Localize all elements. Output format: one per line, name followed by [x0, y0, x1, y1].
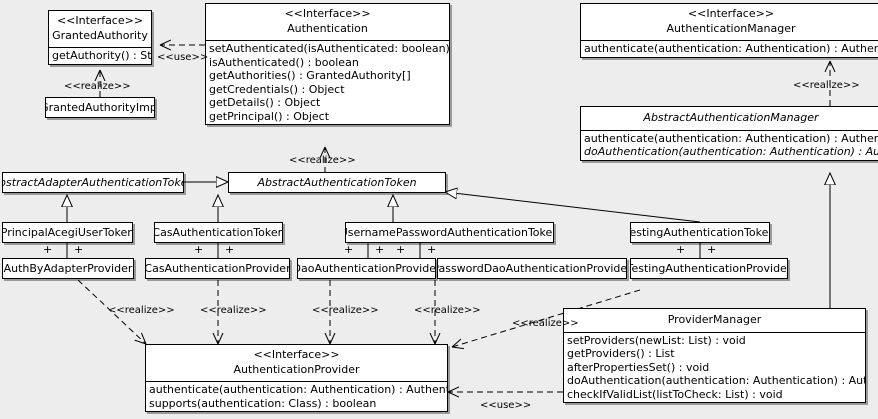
class-name: AuthenticationProvider [233, 362, 360, 376]
class-stereotype: <<Interface>> [56, 14, 144, 27]
method-item: getPrincipal() : Object [209, 109, 330, 123]
class-name: AuthenticationManager [666, 21, 796, 35]
class-cas-authentication-token[interactable]: CasAuthenticationToken [154, 222, 283, 243]
class-stereotype: <<Interface>> [284, 7, 371, 20]
class-abstract-adapter-authentication-token[interactable]: AbstractAdapterAuthenticationToken [2, 172, 184, 193]
relationship-label-realize-authmgr: <<realize>> [793, 80, 860, 91]
association-marker: + [74, 243, 84, 256]
relationship-label-realize-dao: <<realize>> [312, 305, 379, 316]
association-marker: + [427, 243, 437, 256]
relationship-label-use-auth-granted: <<use>> [157, 52, 209, 63]
class-name: CasAuthenticationToken [154, 225, 283, 239]
method-item: supports(authentication: Class) : boolea… [149, 396, 377, 410]
relationship-label-realize-testing: <<realize>> [512, 318, 579, 329]
method-item: doAuthentication(authentication: Authent… [584, 145, 878, 159]
class-name: DaoAuthenticationProvider [297, 261, 436, 275]
class-authentication-manager[interactable]: <<Interface>> AuthenticationManager auth… [580, 3, 878, 58]
class-name: CasAuthenticationProvider [145, 261, 290, 275]
method-item: checkIfValidList(listToCheck: List) : vo… [567, 387, 783, 401]
class-name: PrincipalAcegiUserToken [2, 225, 133, 239]
method-item: afterPropertiesSet() : void [567, 360, 710, 374]
class-header: ProviderManager [564, 309, 865, 332]
association-marker: + [43, 243, 53, 256]
class-name: AbstractAuthenticationToken [257, 175, 417, 189]
method-item: getCredentials() : Object [209, 82, 345, 96]
method-compartment: getAuthority() : String [49, 47, 151, 64]
association-marker: + [375, 243, 385, 256]
class-header: <<Interface>> AuthenticationProvider [146, 345, 447, 381]
class-authentication[interactable]: <<Interface>> Authentication setAuthenti… [205, 3, 450, 126]
relationship-label-realize-grantedimpl: <<realize>> [64, 81, 131, 92]
method-compartment: authenticate(authentication: Authenticat… [146, 381, 447, 411]
method-item: setAuthenticated(isAuthenticated: boolea… [209, 42, 450, 56]
class-name: TestingAuthenticationToken [630, 225, 770, 239]
relationship-label-use-providermgr: <<use>> [480, 400, 532, 411]
method-compartment: authenticate(authentication: Authenticat… [581, 129, 878, 160]
relationship-label-realize-authbyadapter: <<realize>> [108, 305, 175, 316]
class-name: AbstractAuthenticationManager [643, 111, 819, 124]
class-stereotype: <<Interface>> [253, 348, 340, 361]
association-marker: + [676, 243, 686, 256]
association-marker: + [707, 243, 717, 256]
class-name: GrantedAuthority [52, 28, 148, 42]
class-header: <<Interface>> AuthenticationManager [581, 4, 878, 40]
method-compartment: authenticate(authentication: Authenticat… [581, 40, 878, 57]
class-header: AbstractAuthenticationManager [581, 107, 878, 130]
class-name: TestingAuthenticationProvider [630, 261, 788, 275]
class-name: AbstractAdapterAuthenticationToken [3, 175, 183, 189]
class-name: UsernamePasswordAuthenticationToken [345, 225, 554, 239]
class-cas-authentication-provider[interactable]: CasAuthenticationProvider [145, 258, 290, 279]
method-compartment: setAuthenticated(isAuthenticated: boolea… [206, 40, 449, 124]
class-abstract-authentication-manager[interactable]: AbstractAuthenticationManager authentica… [580, 106, 878, 161]
class-granted-authority-impl[interactable]: GrantedAuthorityImpl [45, 97, 155, 118]
method-item: isAuthenticated() : boolean [209, 55, 359, 69]
method-item: authenticate(authentication: Authenticat… [149, 383, 448, 397]
class-password-dao-authentication-provider[interactable]: PasswordDaoAuthenticationProvider [437, 258, 627, 279]
method-item: authenticate(authentication: Authenticat… [584, 131, 878, 145]
relationship-label-realize-pwddao: <<realize>> [414, 305, 481, 316]
method-item: getProviders() : List [567, 347, 675, 361]
association-marker: + [194, 243, 204, 256]
class-abstract-authentication-token[interactable]: AbstractAuthenticationToken [228, 172, 446, 193]
method-item: doAuthentication(authentication: Authent… [567, 374, 866, 388]
class-name: GrantedAuthorityImpl [45, 100, 155, 114]
class-name: ProviderManager [667, 313, 762, 326]
method-item: getDetails() : Object [209, 96, 321, 110]
class-testing-authentication-token[interactable]: TestingAuthenticationToken [630, 222, 770, 243]
class-name: PasswordDaoAuthenticationProvider [437, 261, 627, 275]
class-stereotype: <<Interface>> [687, 7, 775, 20]
method-item: getAuthority() : String [52, 49, 152, 63]
class-header: <<Interface>> Authentication [206, 4, 449, 40]
method-compartment: setProviders(newList: List) : void getPr… [564, 331, 866, 403]
class-auth-by-adapter-provider[interactable]: AuthByAdapterProvider [2, 258, 134, 279]
class-authentication-provider[interactable]: <<Interface>> AuthenticationProvider aut… [145, 344, 448, 413]
association-marker: + [396, 243, 406, 256]
method-item: getAuthorities() : GrantedAuthority[] [209, 69, 411, 83]
association-marker: + [225, 243, 235, 256]
class-header: <<Interface>> GrantedAuthority [49, 11, 151, 47]
method-item: authenticate(authentication: Authenticat… [584, 42, 878, 56]
class-dao-authentication-provider[interactable]: DaoAuthenticationProvider [297, 258, 436, 279]
class-name: Authentication [287, 21, 368, 35]
class-granted-authority[interactable]: <<Interface>> GrantedAuthority getAuthor… [48, 10, 152, 65]
class-principal-acegi-user-token[interactable]: PrincipalAcegiUserToken [2, 222, 133, 243]
class-provider-manager[interactable]: ProviderManager setProviders(newList: Li… [563, 308, 866, 404]
class-testing-authentication-provider[interactable]: TestingAuthenticationProvider [630, 258, 788, 279]
relationship-label-realize-cas: <<realize>> [200, 305, 267, 316]
association-marker: + [344, 243, 354, 256]
method-item: setProviders(newList: List) : void [567, 333, 746, 347]
class-username-password-authentication-token[interactable]: UsernamePasswordAuthenticationToken [345, 222, 554, 243]
relationship-label-realize-authtoken: <<realize>> [289, 155, 356, 166]
class-name: AuthByAdapterProvider [3, 261, 133, 275]
